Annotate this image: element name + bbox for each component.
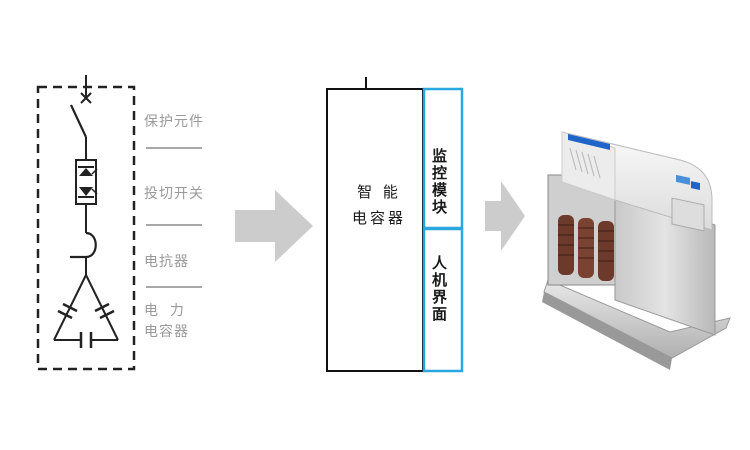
smart-capacitor-product-image xyxy=(542,131,731,370)
label-capacitor-line2: 电容器 xyxy=(144,324,189,340)
breaker-contact xyxy=(70,104,87,138)
label-capacitor-line1: 电 力 xyxy=(144,303,185,319)
label-switch: 投切开关 xyxy=(144,186,204,202)
hmi-label: 人机界面 xyxy=(430,255,448,323)
main-block-label-line2: 电容器 xyxy=(351,209,406,227)
separator xyxy=(146,286,202,288)
reactor-coils xyxy=(558,215,614,281)
monitor-module-label: 监控模块 xyxy=(430,148,448,216)
label-protection: 保护元件 xyxy=(144,114,204,130)
main-block xyxy=(326,88,424,372)
thyristor-switch-symbol xyxy=(75,159,98,205)
arrow-right-icon xyxy=(485,181,525,251)
arrow-right-icon xyxy=(235,190,313,262)
module-block-diagram xyxy=(326,77,464,373)
circuit-schematic xyxy=(36,75,136,371)
label-reactor: 电抗器 xyxy=(144,254,189,270)
separator xyxy=(146,224,202,226)
separator xyxy=(146,147,202,149)
display-panel xyxy=(671,197,705,232)
monitor-module-box xyxy=(422,87,464,230)
hmi-box xyxy=(422,227,464,373)
capacitor-delta-symbol xyxy=(53,274,119,348)
breaker-mark xyxy=(80,92,92,104)
reactor-symbol xyxy=(70,231,97,259)
main-block-label-line1: 智 能 xyxy=(357,183,401,201)
